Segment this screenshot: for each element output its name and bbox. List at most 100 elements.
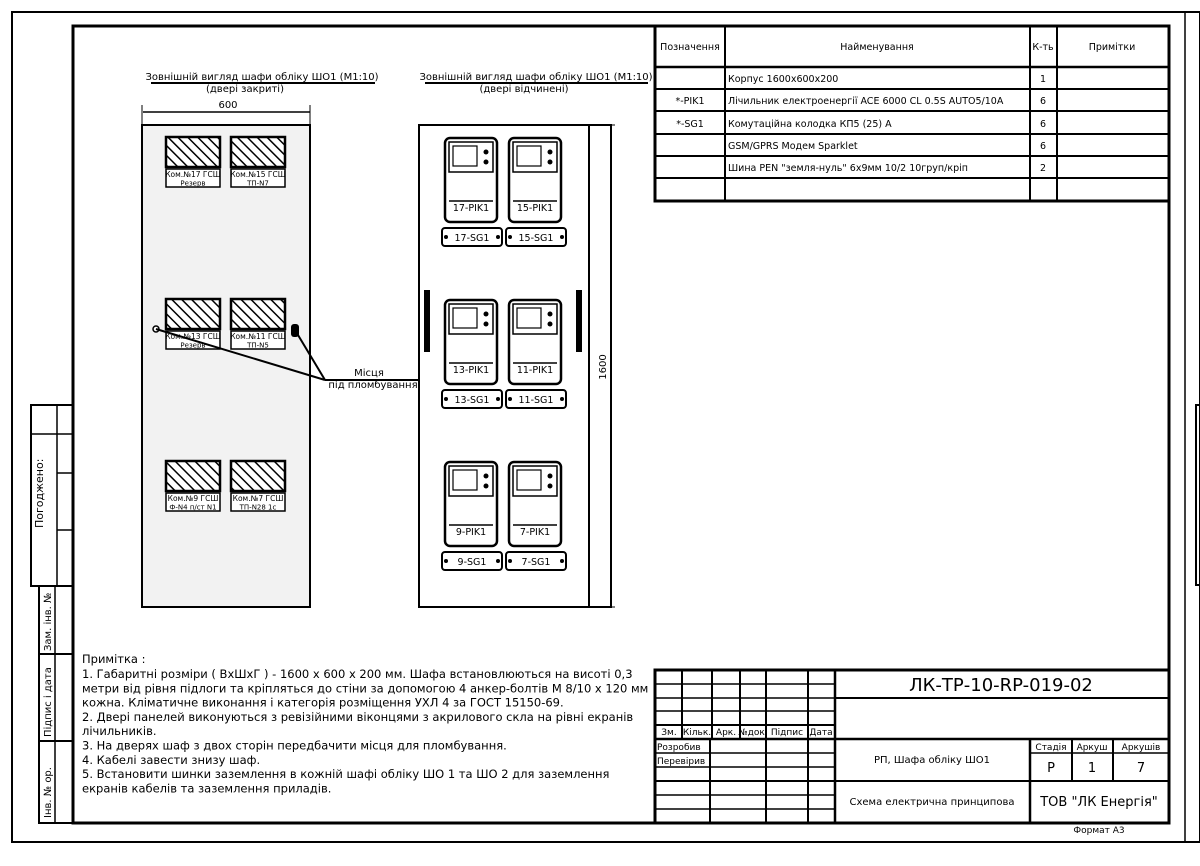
sheets-label: Аркушів (1122, 743, 1161, 753)
spec-header-cell: К-ть (1032, 42, 1054, 53)
meter-unit: 13-PIK1 13-SG1 (441, 298, 503, 409)
seal-leader-right (294, 329, 326, 381)
window-label-line1: Ком.№17 ГСШ (165, 170, 221, 179)
terminal-block (505, 551, 567, 571)
meter-label: 15-PIK1 (517, 203, 553, 214)
meter-button-icon (483, 149, 489, 155)
notes-line: 1. Габаритні розміри ( ВхШхГ ) - 1600 х … (82, 667, 633, 681)
meter-top-panel (512, 303, 558, 335)
stage-value: Р (1047, 761, 1055, 776)
spec-qty: 6 (1040, 141, 1046, 152)
terminal-screw-icon (496, 559, 500, 563)
terminal-screw-icon (560, 559, 564, 563)
inspection-window (164, 459, 222, 493)
window-label-line2: ТП-N28 1с (239, 504, 277, 512)
terminal-block-label: 17-SG1 (455, 233, 490, 244)
terminal-screw-icon (560, 235, 564, 239)
meter-label: 11-PIK1 (517, 365, 553, 376)
agreed-label: Погоджено: (33, 459, 46, 528)
sheets-value: 7 (1137, 761, 1145, 776)
spec-table-row: GSM/GPRS Модем Sparklet 6 (728, 141, 1046, 152)
meter-display (452, 307, 478, 329)
meter-label: 9-PIK1 (456, 527, 486, 538)
spec-name: Комутаційна колодка КП5 (25) А (728, 119, 892, 130)
spec-table-row: Корпус 1600х600х200 1 (728, 74, 1046, 85)
meter-label: 17-PIK1 (453, 203, 489, 214)
notes-heading: Примітка : (82, 652, 146, 666)
terminal-block-label: 11-SG1 (519, 395, 554, 406)
meter-button-icon (547, 483, 553, 489)
role-checker: Перевірив (657, 757, 705, 767)
terminal-block-label: 7-SG1 (522, 557, 551, 568)
closed-view-title: Зовнішній вигляд шафи обліку ШО1 (М1:10) (145, 71, 378, 83)
seal-leader-left (155, 328, 326, 381)
window-label-line2: Резерв (180, 180, 205, 188)
window-label-line1: Ком.№13 ГСШ (165, 332, 221, 341)
meter-display (452, 469, 478, 491)
spec-name: Корпус 1600х600х200 (728, 74, 838, 85)
project-name: РП, Шафа обліку ШО1 (874, 754, 990, 766)
meter-display (516, 307, 542, 329)
notes-line: 5. Встановити шинки заземлення в кожній … (82, 767, 609, 781)
spec-header-cell: Найменування (840, 42, 914, 53)
window-label-line2: Ф-N4 п/ст N1 (169, 504, 216, 512)
meter-button-icon (547, 473, 553, 479)
inspection-window (229, 297, 287, 331)
terminal-block-label: 13-SG1 (455, 395, 490, 406)
meter-unit: 11-PIK1 11-SG1 (505, 298, 567, 409)
spec-qty: 1 (1040, 74, 1046, 85)
window-label-plate (230, 168, 286, 188)
cabinet-closed-body (141, 124, 311, 608)
window-label-line2: Резерв (180, 342, 205, 350)
notes-line: 4. Кабелі завести знизу шаф. (82, 753, 260, 767)
inv-zam-label: Зам. інв. № (42, 593, 54, 651)
meter-button-icon (483, 321, 489, 327)
window-label-line1: Ком.№15 ГСШ (230, 170, 286, 179)
meter-top-panel (448, 465, 494, 497)
inspection-window (229, 135, 287, 169)
change-log-header: Зм. (661, 728, 676, 738)
terminal-screw-icon (444, 235, 448, 239)
notes-line: лічильників. (82, 724, 157, 738)
spec-name: Лічильник електроенергії ACE 6000 CL 0.5… (728, 96, 1004, 107)
change-log-header: Кільк. (683, 728, 711, 738)
inspection-window (164, 297, 222, 331)
meter-button-icon (547, 149, 553, 155)
window-label-plate (230, 330, 286, 350)
right-edge-tab (1195, 404, 1200, 586)
meter-top-panel (448, 303, 494, 335)
terminal-block-label: 15-SG1 (519, 233, 554, 244)
meter-unit: 17-PIK1 17-SG1 (441, 136, 503, 247)
terminal-screw-icon (496, 235, 500, 239)
terminal-screw-icon (444, 397, 448, 401)
seal-label-line1: Місця (354, 367, 384, 379)
spec-name: Шина PEN "земля-нуль" 6х9мм 10/2 10груп/… (728, 163, 968, 174)
spec-name: GSM/GPRS Модем Sparklet (728, 141, 858, 152)
inv-orig-label: Інв. № ор. (43, 767, 54, 818)
terminal-block-label: 9-SG1 (458, 557, 487, 568)
drawing-name: Схема електрична принципова (850, 797, 1015, 808)
meter-button-icon (483, 483, 489, 489)
terminal-screw-icon (444, 559, 448, 563)
sheet-value: 1 (1088, 761, 1096, 776)
terminal-block (441, 227, 503, 247)
spec-header-cell: Примітки (1089, 42, 1136, 53)
change-log-header: Підпис (771, 728, 803, 738)
seal-label-line2: під пломбування (328, 379, 417, 391)
spec-table-row: Шина PEN "земля-нуль" 6х9мм 10/2 10груп/… (728, 163, 1046, 174)
closed-view-subtitle: (двері закриті) (206, 83, 284, 95)
open-view-title: Зовнішній вигляд шафи обліку ШО1 (М1:10) (419, 71, 652, 83)
meter-button-icon (483, 473, 489, 479)
meter-label: 13-PIK1 (453, 365, 489, 376)
side-stamp (30, 404, 74, 824)
terminal-screw-icon (508, 559, 512, 563)
terminal-screw-icon (496, 397, 500, 401)
notes-line: 2. Двері панелей виконуються з ревізійни… (82, 710, 633, 724)
